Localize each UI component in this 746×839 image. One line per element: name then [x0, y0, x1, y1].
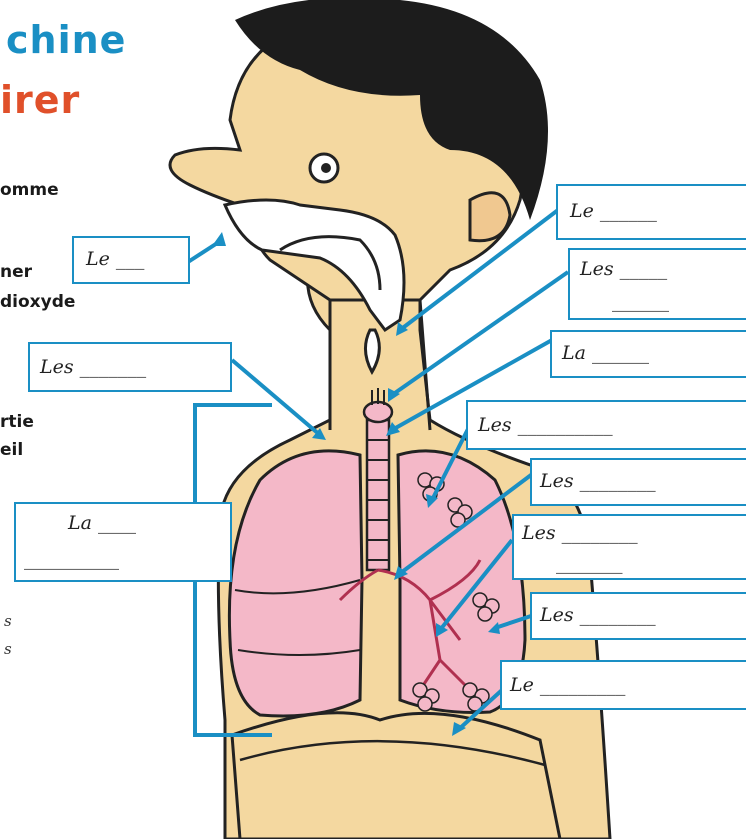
diaphragm — [232, 713, 560, 839]
label-r2-line-1: Les _____ — [580, 258, 667, 280]
label-r7[interactable]: Les ________ — [530, 592, 746, 640]
label-r3-text: La ______ — [562, 342, 649, 364]
label-r5[interactable]: Les ________ — [530, 458, 746, 506]
label-r6-line-1: Les ________ — [522, 522, 638, 544]
label-r7-text: Les ________ — [540, 604, 656, 626]
label-r1-text: Le ______ — [570, 200, 657, 222]
label-r5-text: Les ________ — [540, 470, 656, 492]
label-r2-line-2: ______ — [612, 290, 669, 312]
label-r4[interactable]: Les __________ — [466, 400, 746, 450]
trachea — [367, 420, 389, 570]
label-r4-text: Les __________ — [478, 414, 613, 436]
label-nose[interactable]: Le ___ — [72, 236, 190, 284]
label-r8[interactable]: Le _________ — [500, 660, 746, 710]
label-larynx-left-text: Les _______ — [40, 356, 146, 378]
label-r6-line-2: _______ — [556, 552, 623, 574]
label-r1[interactable]: Le ______ — [556, 184, 746, 240]
label-larynx-left[interactable]: Les _______ — [28, 342, 232, 392]
label-r3[interactable]: La ______ — [550, 330, 746, 378]
larynx — [364, 402, 392, 422]
label-diaphragm-left[interactable]: La ____ __________ — [14, 502, 232, 582]
label-r8-text: Le _________ — [510, 674, 625, 696]
label-r6[interactable]: Les ________ _______ — [512, 514, 746, 580]
label-nose-text: Le ___ — [86, 248, 144, 270]
label-diaphragm-left-line-2: __________ — [24, 548, 119, 570]
label-diaphragm-left-line-1: La ____ — [68, 512, 136, 534]
label-r2[interactable]: Les _____ ______ — [568, 248, 746, 320]
